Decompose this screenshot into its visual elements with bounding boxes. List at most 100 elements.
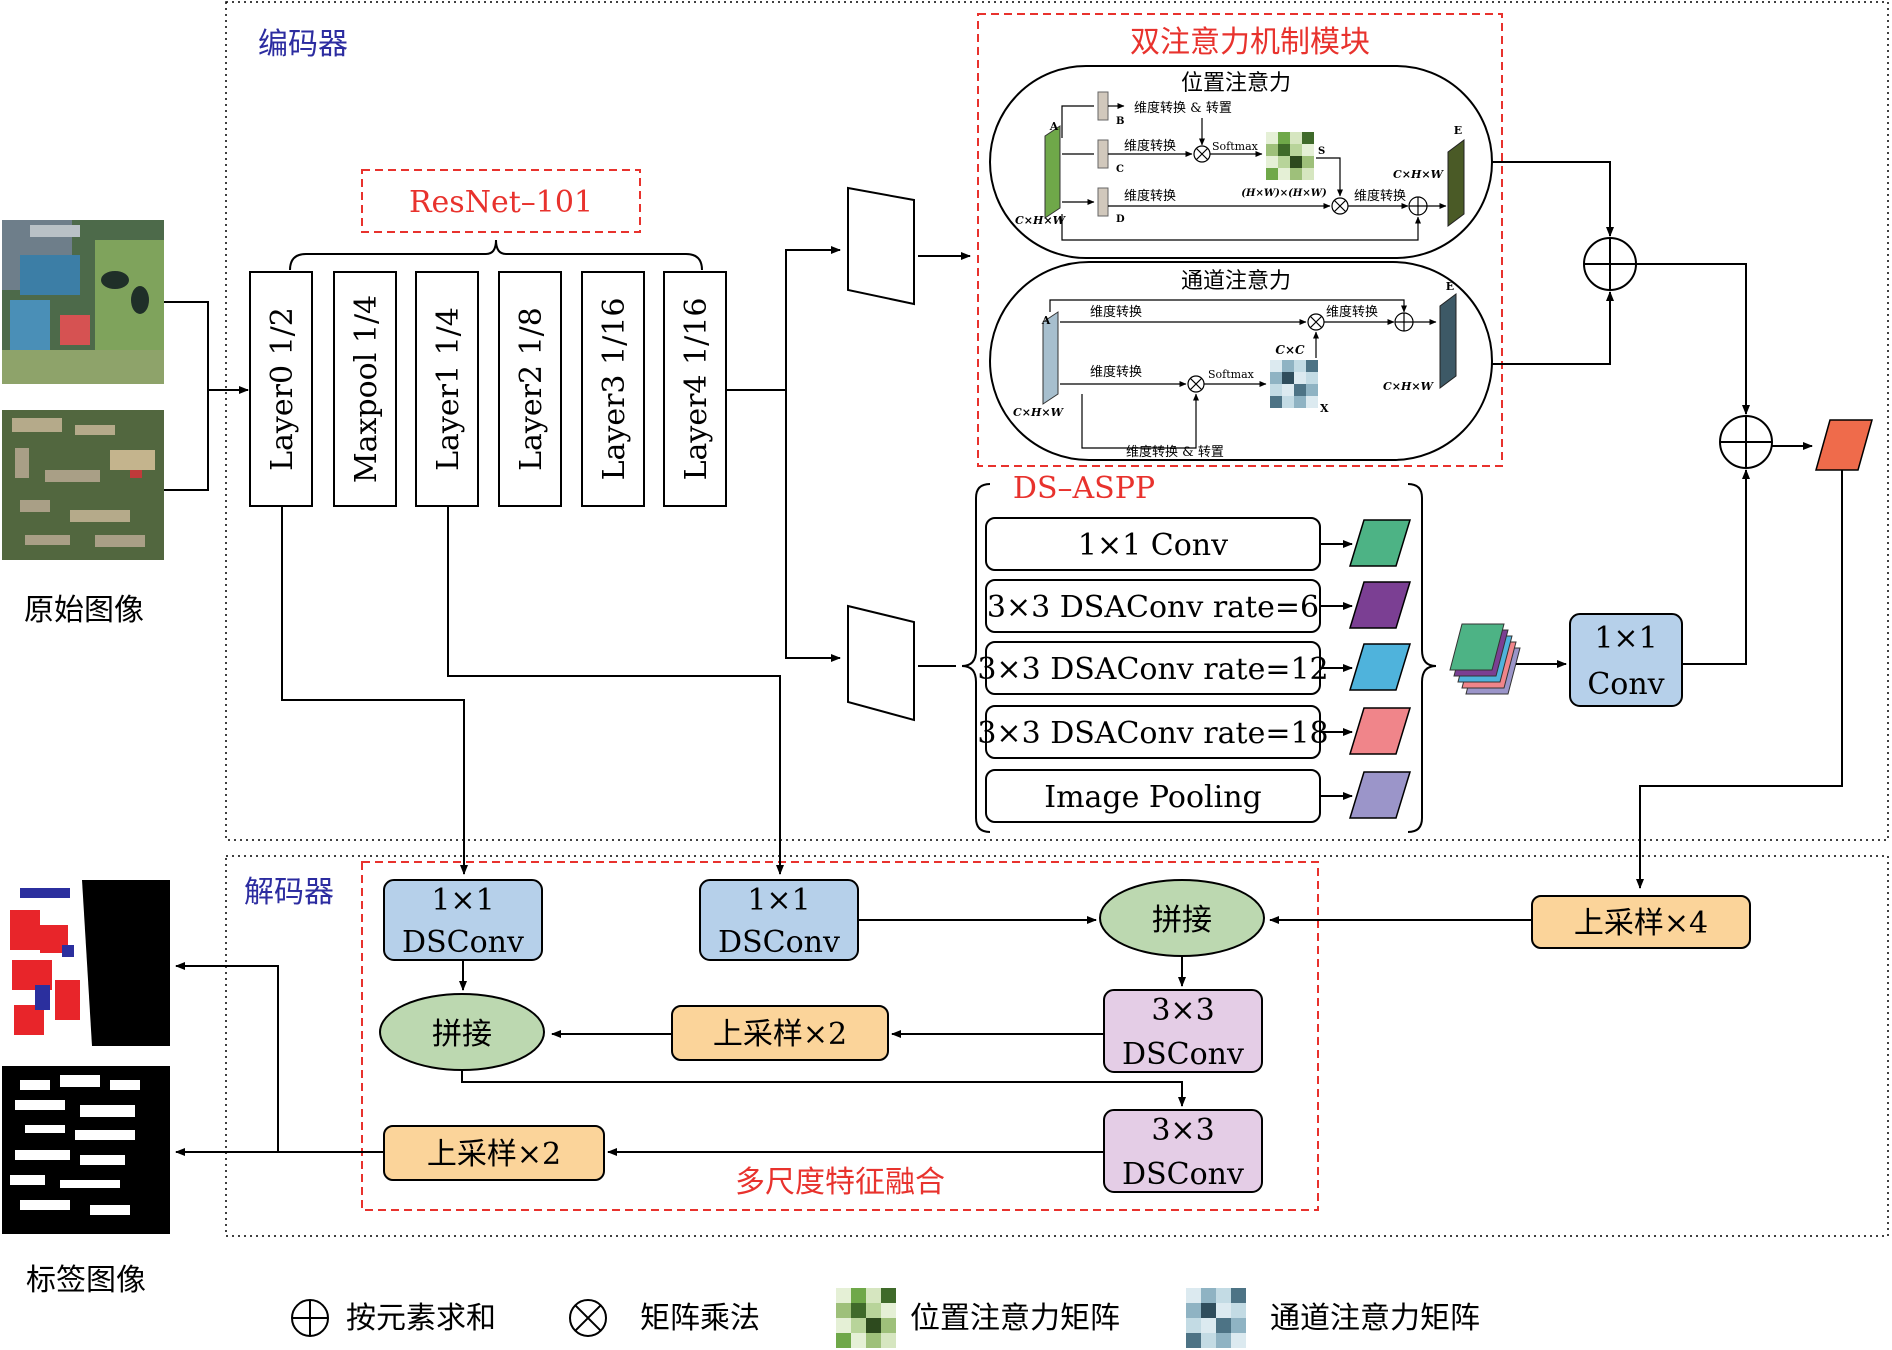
pa-output	[1492, 161, 1614, 237]
dsconv3x3-box	[1103, 989, 1263, 1073]
aspp-branch-label: Image Pooling	[1044, 780, 1262, 815]
svg-text:D: D	[1116, 214, 1125, 225]
multiscale-fusion-box	[361, 861, 1319, 1211]
svg-text:C: C	[1116, 164, 1124, 175]
feature-a-pa	[1044, 125, 1061, 219]
svg-text:维度转换: 维度转换	[1124, 138, 1176, 154]
aspp-branch-label: 3×3 DSAConv rate=12	[977, 652, 1328, 687]
satellite-image	[2, 220, 164, 384]
legend: 按元素求和 矩阵乘法 位置注意力矩阵 通道注意力矩阵	[291, 1288, 1480, 1348]
attention-fusion-out	[1636, 263, 1750, 415]
layer4-output	[785, 390, 841, 662]
layer4-output	[726, 246, 841, 391]
original-image-label: 原始图像	[24, 593, 144, 628]
dsconv-label: DSConv	[402, 925, 524, 960]
encoder-to-decoder	[1636, 470, 1843, 889]
matrix-multiply-icon	[1331, 197, 1349, 215]
upsample-label: 上采样×2	[713, 1017, 847, 1052]
layer-block	[498, 271, 562, 507]
aspp-feature-maps	[1348, 519, 1412, 819]
position-attention-title: 位置注意力	[1181, 71, 1291, 96]
backbone-layers: Layer0 1/2 Maxpool 1/4 Layer1 1/4 Layer2…	[249, 271, 727, 507]
layer-label: Layer2 1/8	[514, 307, 549, 471]
resnet-label: ResNet–101	[409, 185, 593, 220]
decoder-output	[175, 962, 384, 1153]
matrix-multiply-icon	[1307, 313, 1325, 331]
layer-label: Layer1 1/4	[431, 307, 466, 471]
svg-text:维度转换: 维度转换	[1326, 304, 1378, 320]
legend-channel-label: 通道注意力矩阵	[1270, 1301, 1480, 1336]
svg-text:E: E	[1446, 280, 1454, 293]
layer-label: Layer0 1/2	[265, 307, 300, 471]
decoder-label: 解码器	[244, 875, 334, 910]
svg-text:Softmax: Softmax	[1212, 140, 1259, 153]
feature-b	[1097, 91, 1109, 121]
channel-attention-title: 通道注意力	[1181, 269, 1291, 294]
svg-text:S: S	[1318, 146, 1325, 157]
svg-text:维度转换 & 转置: 维度转换 & 转置	[1126, 444, 1224, 460]
dsconv-label: DSConv	[718, 925, 840, 960]
dsconv3x3-label: DSConv	[1122, 1037, 1244, 1072]
layer-label: Layer3 1/16	[597, 298, 632, 481]
svg-text:C×H×W: C×H×W	[1393, 168, 1445, 181]
decoder-region	[225, 855, 1889, 1237]
svg-text:维度转换: 维度转换	[1090, 304, 1142, 320]
conv1x1-label: 1×1	[1594, 621, 1657, 656]
layer-label: Maxpool 1/4	[349, 295, 384, 483]
layer-block	[333, 271, 397, 507]
upsample-label: 上采样×4	[1574, 906, 1708, 941]
layer-label: Layer4 1/16	[679, 298, 714, 481]
layer-block	[415, 271, 479, 507]
svg-text:A: A	[1041, 314, 1051, 327]
building-mask-image	[2, 1066, 170, 1234]
conv1x1-box	[1569, 613, 1683, 707]
concat-feature-stack	[1449, 623, 1521, 695]
svg-text:维度转换 & 转置: 维度转换 & 转置	[1134, 100, 1232, 116]
dual-attention-box	[977, 13, 1503, 467]
feature-d	[1097, 187, 1109, 217]
encoder-output-feature	[1815, 419, 1873, 471]
resnet-brace	[289, 239, 703, 271]
dsconv-label: 1×1	[431, 883, 494, 918]
layer-block	[663, 271, 727, 507]
channel-matrix-icon	[1270, 360, 1318, 408]
aspp-branch-label: 1×1 Conv	[1078, 528, 1228, 563]
legend-matmul-label: 矩阵乘法	[640, 1301, 760, 1336]
upsample-label: 上采样×2	[427, 1137, 561, 1172]
feature-e-pa	[1447, 139, 1465, 227]
layer0-skip	[281, 506, 468, 875]
svg-text:维度转换: 维度转换	[1124, 188, 1176, 204]
projection-trapezoid	[847, 604, 915, 722]
projection-trapezoid	[847, 186, 915, 306]
conv1x1-label: Conv	[1587, 667, 1664, 702]
svg-text:E: E	[1454, 124, 1462, 137]
dsconv3x3-label: DSConv	[1122, 1157, 1244, 1192]
concat-label: 拼接	[432, 1017, 492, 1052]
element-sum-icon	[1408, 196, 1428, 216]
concat-label: 拼接	[1152, 903, 1212, 938]
aspp-brace-left	[961, 483, 991, 833]
dual-attention-title: 双注意力机制模块	[1130, 25, 1370, 60]
aspp-brace-right	[1407, 483, 1437, 833]
building-mask-image	[2, 880, 170, 1046]
svg-text:维度转换: 维度转换	[1354, 188, 1406, 204]
layer1-skip	[447, 506, 784, 875]
element-sum-icon	[1719, 415, 1773, 469]
svg-text:X: X	[1320, 402, 1329, 415]
dsconv3x3-label: 3×3	[1151, 1113, 1214, 1148]
matrix-multiply-icon	[1187, 375, 1205, 393]
channel-matrix-icon	[1186, 1288, 1246, 1348]
element-sum-icon	[291, 1299, 329, 1337]
legend-sum-label: 按元素求和	[346, 1301, 496, 1336]
svg-text:C×H×W: C×H×W	[1013, 406, 1065, 419]
svg-text:C×C: C×C	[1275, 343, 1305, 357]
feature-c	[1097, 139, 1109, 169]
matrix-multiply-icon	[1193, 145, 1211, 163]
satellite-image	[2, 410, 164, 560]
element-sum-icon	[1583, 237, 1637, 291]
dsaspp-title: DS–ASPP	[1013, 471, 1155, 506]
upsample-box	[1531, 895, 1751, 949]
ca-output	[1492, 291, 1614, 365]
encoder-label: 编码器	[258, 27, 348, 62]
